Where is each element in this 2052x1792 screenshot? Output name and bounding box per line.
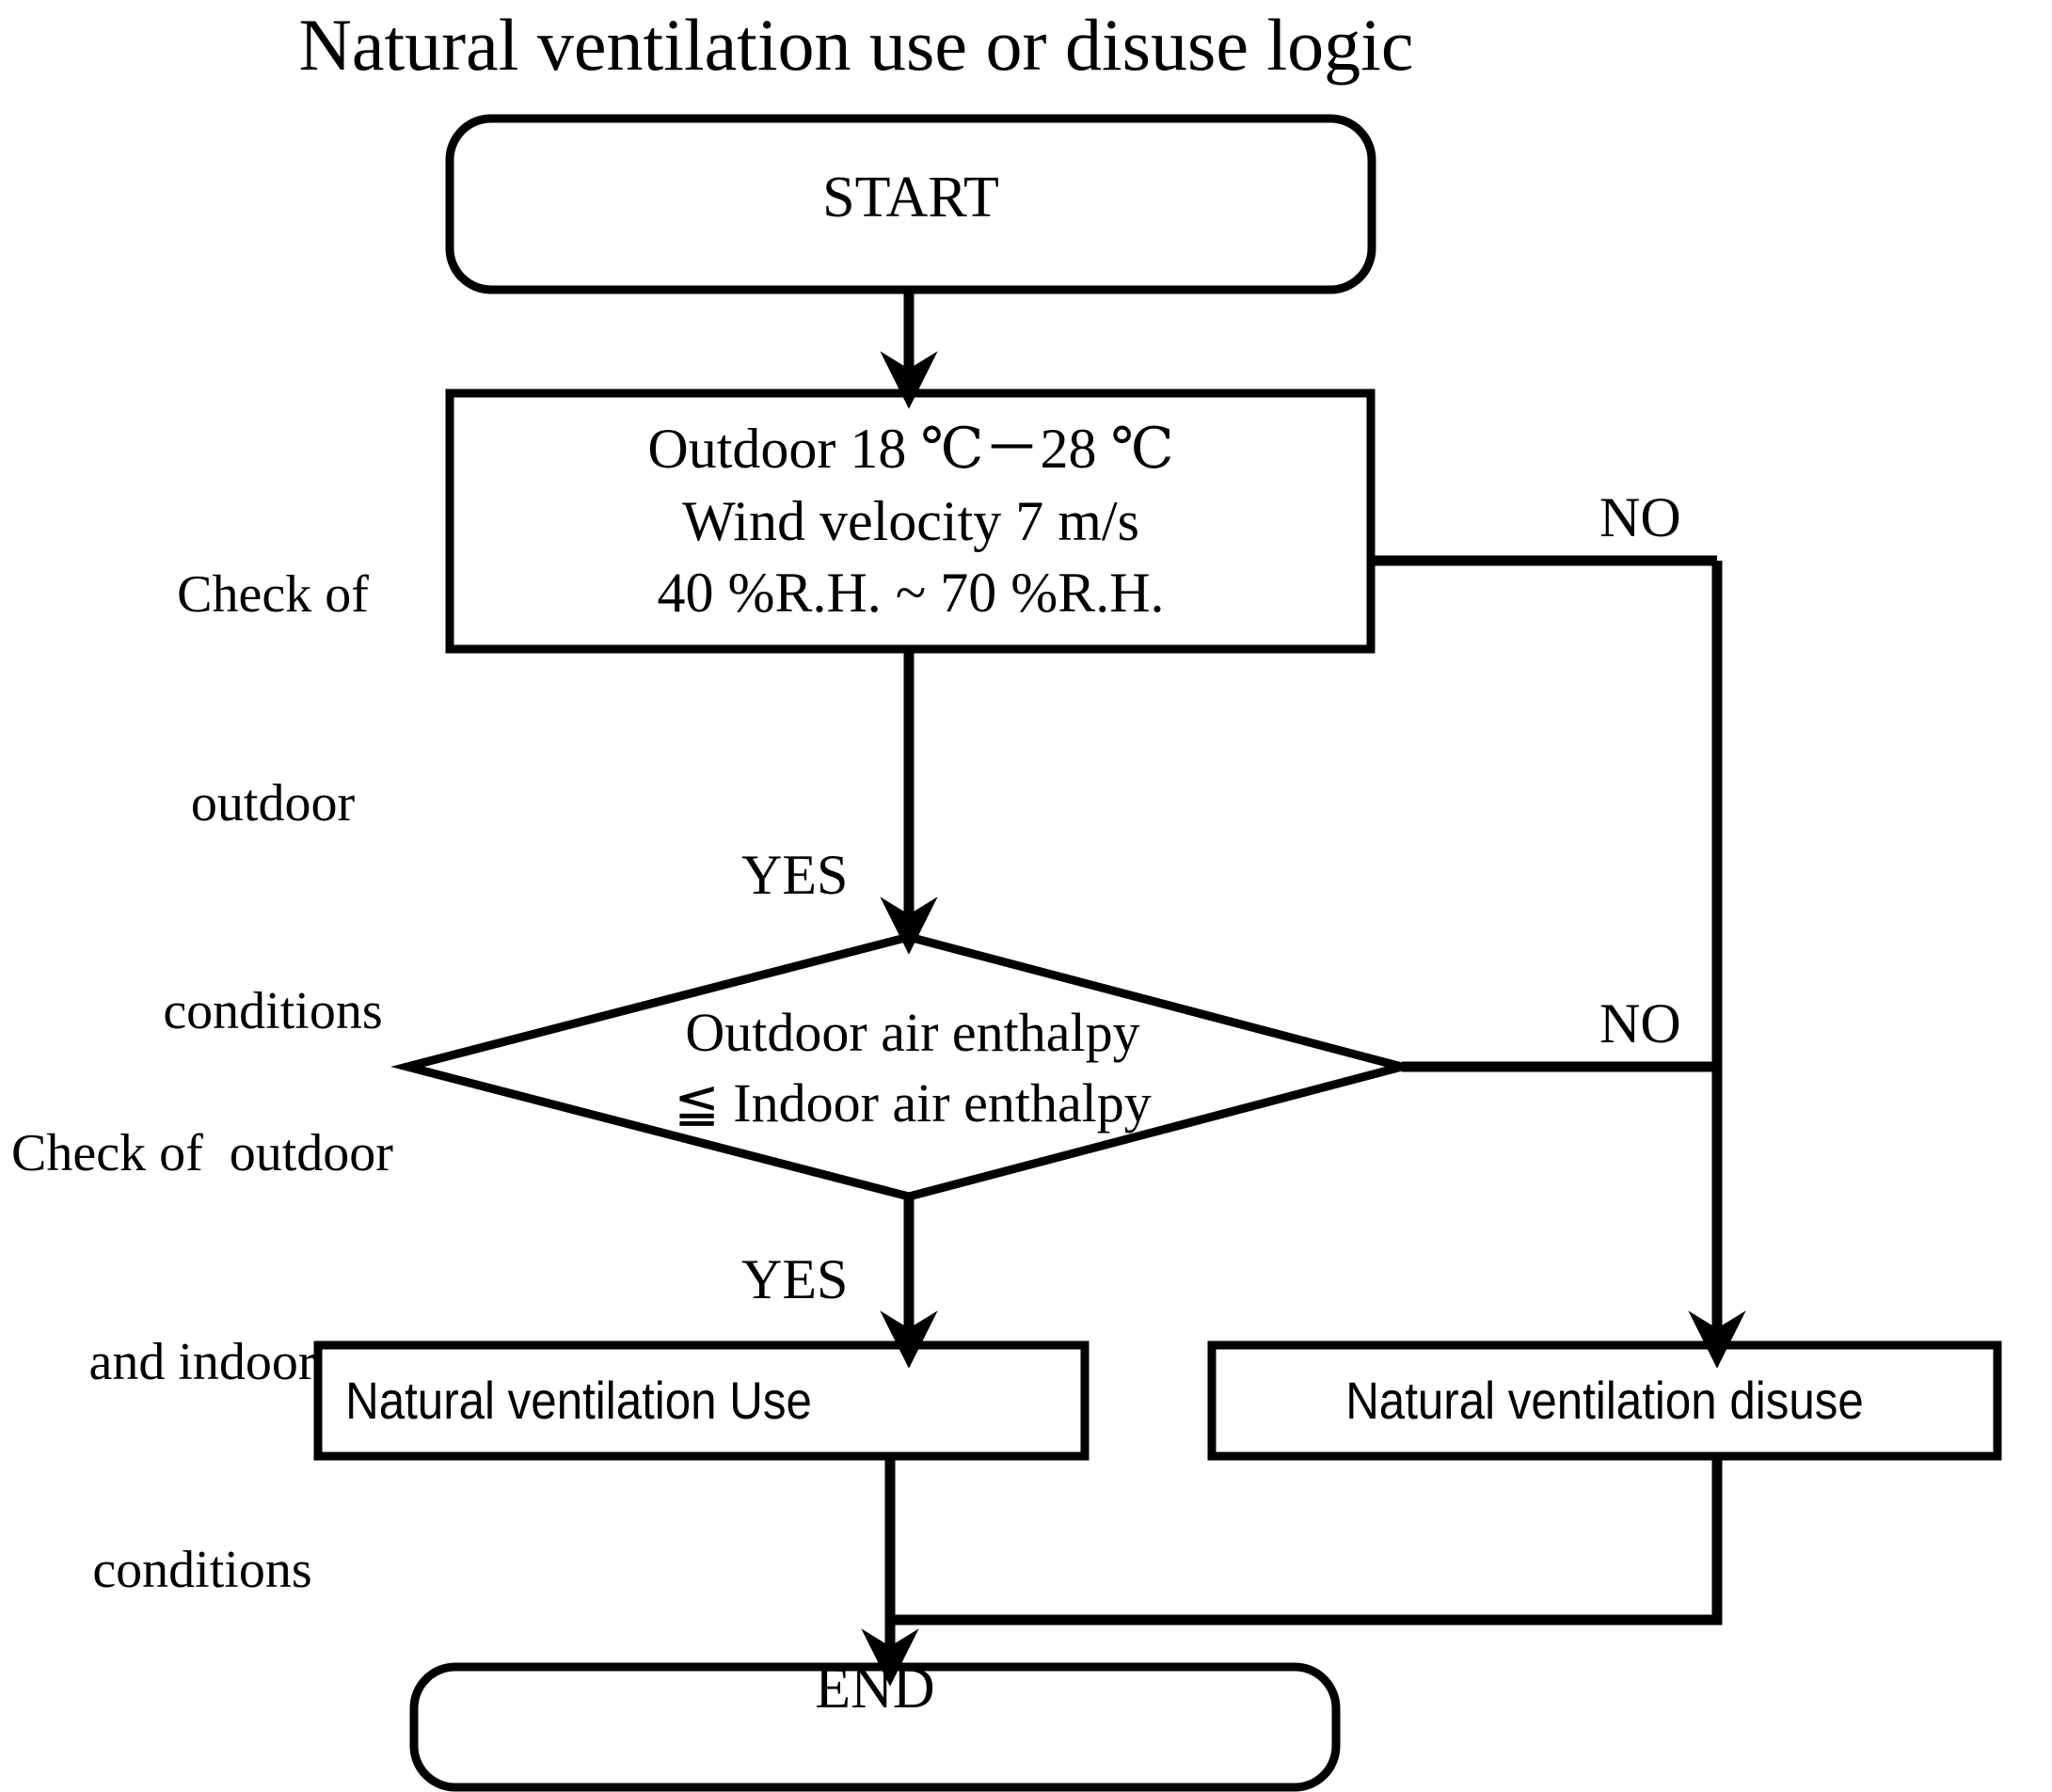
- node-nv-disuse-label: Natural ventilation disuse: [1259, 1347, 1950, 1452]
- edge-label-no-outdoor: NO: [1599, 486, 1681, 548]
- node-nv-use-shape: [313, 1340, 1090, 1461]
- page-title: Natural ventilation use or disuse logic: [298, 4, 1414, 86]
- end-text: END: [815, 1656, 935, 1721]
- node-start-shape: [445, 114, 1376, 294]
- nv-disuse-text: Natural ventilation disuse: [1345, 1370, 1864, 1430]
- node-nv-use-label: Natural ventilation Use: [330, 1347, 827, 1452]
- start-text: START: [822, 165, 999, 230]
- node-outdoor-conditions-label: Outdoor 18 ℃－28 ℃ Wind velocity 7 m/s 40…: [450, 393, 1372, 649]
- edge-label-yes-outdoor: YES: [741, 844, 849, 906]
- check-both-line-1: Check of outdoor: [11, 1123, 393, 1182]
- outdoor-wind-velocity: Wind velocity 7 m/s: [682, 489, 1139, 552]
- check-both-line-3: conditions: [92, 1541, 312, 1600]
- node-nv-disuse-shape: [1207, 1340, 2002, 1461]
- edge-label-no-enthalpy: NO: [1599, 992, 1681, 1055]
- node-end-label: END: [414, 1599, 1336, 1778]
- check-both-line-2: and indoor: [88, 1332, 316, 1391]
- annotation-check-outdoor-conditions: Check of outdoor conditions: [103, 421, 442, 1186]
- check-outdoor-line-1: Check of: [177, 564, 369, 624]
- nv-use-text: Natural ventilation Use: [345, 1370, 812, 1430]
- decision-line-outdoor-enthalpy: Outdoor air enthalpy: [685, 1001, 1140, 1063]
- outdoor-temp-range: Outdoor 18 ℃－28 ℃: [647, 417, 1174, 480]
- edge-disuse-to-end: [895, 1456, 1723, 1625]
- node-outdoor-conditions-shape: [445, 389, 1376, 654]
- check-outdoor-line-2: outdoor: [190, 773, 356, 833]
- outdoor-humidity-range: 40 %R.H. ~ 70 %R.H.: [657, 562, 1165, 625]
- check-outdoor-line-3: conditions: [163, 982, 383, 1041]
- node-enthalpy-decision-label: Outdoor air enthalpy ≦ Indoor air enthal…: [527, 978, 1298, 1157]
- edge-label-yes-enthalpy: YES: [741, 1248, 849, 1310]
- decision-line-indoor-enthalpy: ≦ Indoor air enthalpy: [674, 1072, 1152, 1134]
- node-start-label: START: [450, 103, 1372, 292]
- annotation-check-outdoor-indoor-conditions: Check of outdoor and indoor conditions: [0, 980, 405, 1745]
